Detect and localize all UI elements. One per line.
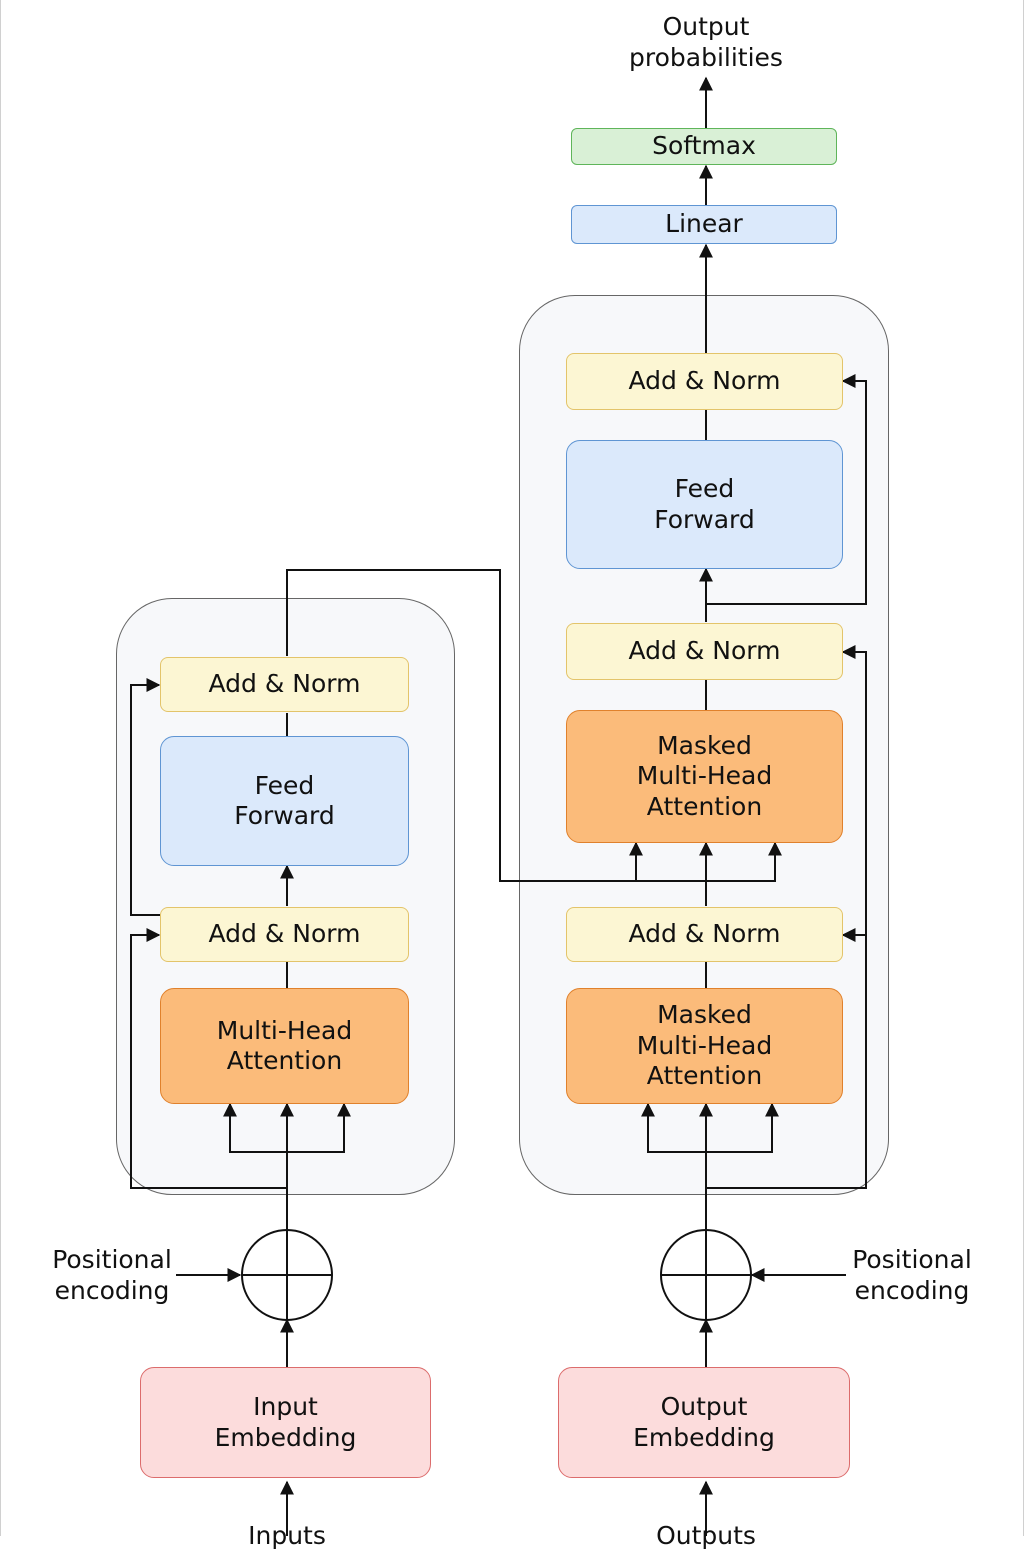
decoder-add-norm-middle: Add & Norm: [566, 623, 843, 680]
encoder-residual-1: [130, 928, 287, 1189]
decoder-residual-2: [841, 645, 867, 935]
decoder-residual-3: [706, 374, 867, 605]
cross-attn-query-arrow: [706, 841, 782, 882]
encoder-query-arrow: [223, 1102, 287, 1153]
encoder-key-arrow: [287, 1102, 351, 1153]
linear-layer: Linear: [571, 205, 837, 244]
output-probabilities-label: Output probabilities: [629, 12, 783, 72]
encoder-add-norm-top: Add & Norm: [160, 657, 409, 712]
decoder-masked-attention: Masked Multi-Head Attention: [566, 988, 843, 1104]
encoder-multi-head-attention: Multi-Head Attention: [160, 988, 409, 1104]
decoder-positional-encoding-label: Positional encoding: [852, 1245, 972, 1305]
left-border: [0, 0, 1, 1536]
output-embedding: Output Embedding: [558, 1367, 850, 1478]
decoder-residual-1: [706, 928, 867, 1189]
decoder-sum-icon: [660, 1229, 752, 1321]
decoder-add-norm-bottom: Add & Norm: [566, 907, 843, 962]
encoder-add-norm-bottom: Add & Norm: [160, 907, 409, 962]
decoder-feed-forward: Feed Forward: [566, 440, 843, 569]
encoder-residual-2: [130, 678, 161, 916]
outputs-label: Outputs: [656, 1521, 756, 1550]
encoder-sum-icon: [241, 1229, 333, 1321]
decoder-query-arrow: [641, 1102, 706, 1153]
decoder-cross-attention: Masked Multi-Head Attention: [566, 710, 843, 843]
encoder-feed-forward: Feed Forward: [160, 736, 409, 866]
decoder-add-norm-top: Add & Norm: [566, 353, 843, 410]
softmax-layer: Softmax: [571, 128, 837, 165]
encoder-positional-encoding-label: Positional encoding: [52, 1245, 172, 1305]
input-embedding: Input Embedding: [140, 1367, 431, 1478]
inputs-label: Inputs: [248, 1521, 326, 1550]
encoder-to-decoder-wire: [286, 569, 706, 882]
decoder-key-arrow: [706, 1102, 779, 1153]
